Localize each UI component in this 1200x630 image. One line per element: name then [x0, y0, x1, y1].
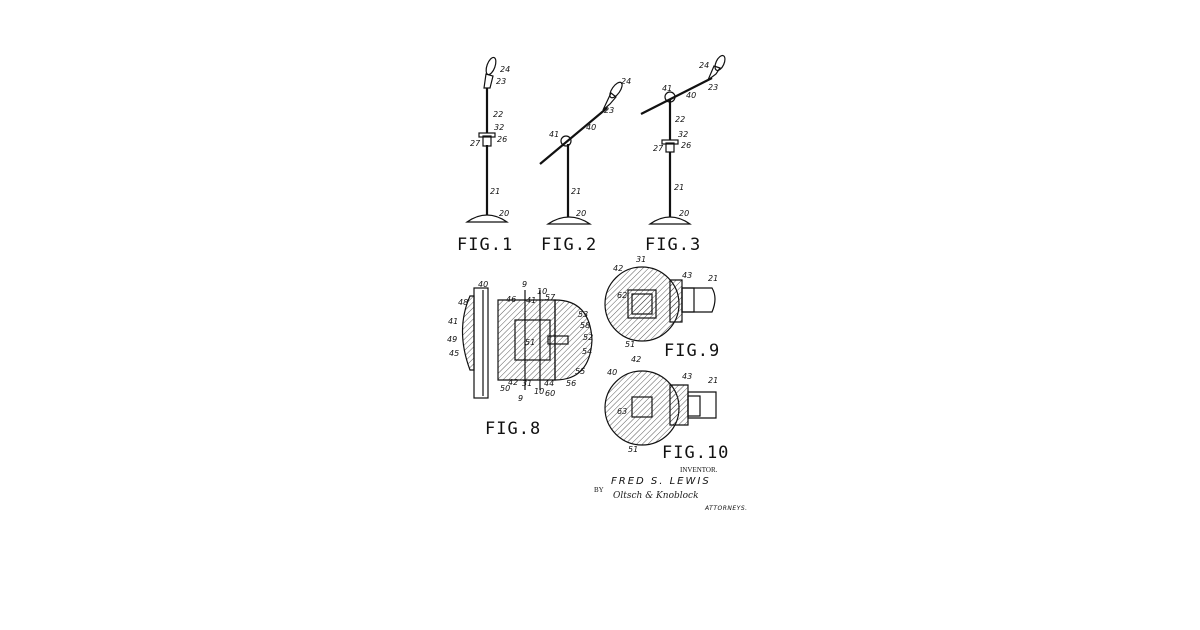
ref-numeral: 51: [625, 340, 635, 349]
inventor-label: INVENTOR.: [680, 466, 718, 474]
figure-2-boom-stand: 24 23 40 41 21 20 FIG.2: [539, 77, 631, 255]
figure-caption: FIG.2: [541, 235, 597, 255]
ref-numeral: 21: [708, 376, 718, 385]
ref-numeral: 41: [526, 296, 536, 305]
ref-numeral: 44: [544, 379, 554, 388]
ref-numeral: 45: [449, 349, 459, 358]
inventor-name: FRED S. LEWIS: [611, 476, 711, 487]
ref-numeral: 32: [678, 130, 688, 139]
ref-numeral: 23: [708, 83, 718, 92]
ref-numeral: 60: [545, 389, 555, 398]
ref-numeral: 23: [496, 77, 506, 86]
ref-numeral: 27: [653, 144, 664, 153]
ref-numeral: 40: [478, 280, 488, 289]
ref-numeral: 40: [586, 123, 596, 132]
ref-numeral: 48: [458, 298, 468, 307]
ref-numeral: 41: [448, 317, 458, 326]
ref-numeral: 63: [617, 407, 627, 416]
ref-numeral: 41: [549, 130, 559, 139]
ref-numeral: 21: [571, 187, 581, 196]
ref-numeral: 53: [578, 310, 588, 319]
ref-numeral: 56: [566, 379, 576, 388]
ref-numeral: 43: [682, 372, 692, 381]
by-label: BY: [594, 486, 604, 494]
ref-numeral: 54: [582, 347, 592, 356]
ref-numeral: 22: [675, 115, 685, 124]
ref-numeral: 21: [674, 183, 684, 192]
ref-numeral: 26: [497, 135, 507, 144]
ref-numeral: 20: [499, 209, 509, 218]
ref-numeral: 9: [522, 280, 527, 289]
ref-numeral: 24: [500, 65, 510, 74]
ref-numeral: 62: [617, 291, 627, 300]
ref-numeral: 42: [508, 378, 518, 387]
ref-numeral: 22: [493, 110, 503, 119]
ref-numeral: 10: [537, 287, 547, 296]
ref-numeral: 46: [506, 295, 516, 304]
ref-numeral: 20: [679, 209, 689, 218]
ref-numeral: 40: [686, 91, 696, 100]
ref-numeral: 20: [576, 209, 586, 218]
figure-3-boom-stand-extended: 24 23 41 40 22 32 26 27 21 20 FIG.3: [640, 54, 726, 255]
ref-numeral: 32: [494, 123, 504, 132]
ref-numeral: 52: [583, 333, 593, 342]
ref-numeral: 58: [580, 321, 590, 330]
figure-caption: FIG.9: [664, 341, 720, 361]
ref-numeral: 23: [604, 106, 614, 115]
figure-caption: FIG.1: [457, 235, 513, 255]
figure-10-section: 42 40 43 21 63 51 FIG.10: [604, 355, 729, 463]
ref-numeral: 10: [534, 387, 544, 396]
signature-block: INVENTOR. FRED S. LEWIS BY Oltsch & Knob…: [594, 466, 748, 512]
figure-9-section: 42 31 43 21 62 51 FIG.9: [604, 255, 720, 361]
ref-numeral: 40: [607, 368, 617, 377]
ref-numeral: 43: [682, 271, 692, 280]
figure-caption: FIG.10: [662, 443, 729, 463]
figure-8-cross-section: 40 48 41 49 45 46 9 41 10 57 53 58 51 52…: [447, 280, 593, 439]
ref-numeral: 31: [522, 379, 532, 388]
figure-caption: FIG.8: [485, 419, 541, 439]
figure-1-mic-stand: 24 23 22 32 26 27 21 20 FIG.1: [457, 56, 513, 255]
ref-numeral: 51: [628, 445, 638, 454]
ref-numeral: 50: [500, 384, 510, 393]
attorney-signature: Oltsch & Knoblock: [613, 491, 699, 501]
ref-numeral: 42: [613, 264, 623, 273]
ref-numeral: 24: [621, 77, 631, 86]
ref-numeral: 57: [545, 293, 556, 302]
ref-numeral: 49: [447, 335, 457, 344]
attorneys-label: ATTORNEYS.: [704, 505, 748, 512]
ref-numeral: 31: [636, 255, 646, 264]
ref-numeral: 9: [518, 394, 523, 403]
ref-numeral: 24: [699, 61, 709, 70]
ref-numeral: 21: [490, 187, 500, 196]
ref-numeral: 27: [470, 139, 481, 148]
figure-caption: FIG.3: [645, 235, 701, 255]
ref-numeral: 51: [525, 338, 535, 347]
ref-numeral: 21: [708, 274, 718, 283]
ref-numeral: 26: [681, 141, 691, 150]
ref-numeral: 55: [575, 367, 585, 376]
ref-numeral: 42: [631, 355, 641, 364]
ref-numeral: 41: [662, 84, 672, 93]
